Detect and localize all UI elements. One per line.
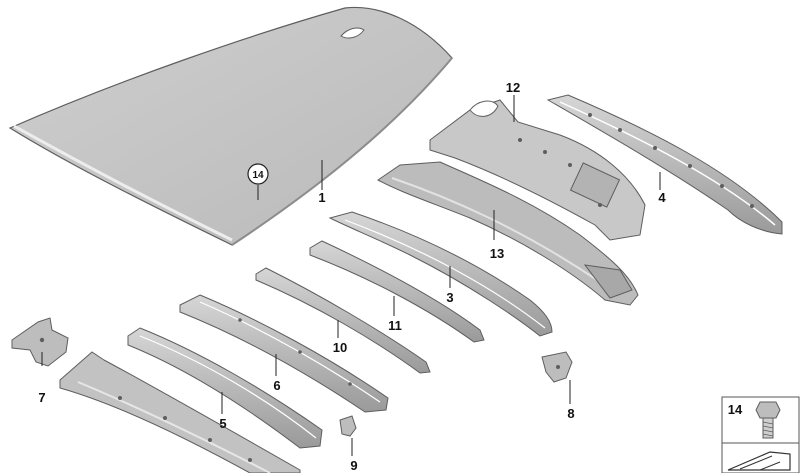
rear-panel-part[interactable] <box>377 161 639 306</box>
legend-box[interactable]: 14 <box>721 396 800 473</box>
wedge-icon <box>727 451 791 471</box>
label-part-10: 10 <box>333 340 347 355</box>
callout-14-label: 14 <box>252 170 264 181</box>
roof-bow-3-part[interactable] <box>328 211 553 337</box>
label-part-8: 8 <box>567 406 574 421</box>
label-part-11: 11 <box>388 318 402 333</box>
label-part-1: 1 <box>318 190 325 205</box>
front-rail-part[interactable] <box>127 327 323 449</box>
rear-frame-part[interactable] <box>429 99 646 241</box>
roof-bow-10-part[interactable] <box>255 267 431 374</box>
roof-bow-6-part[interactable] <box>179 294 389 413</box>
label-part-12: 12 <box>506 80 520 95</box>
bolt-icon <box>755 401 781 439</box>
bracket-7-part[interactable] <box>11 317 69 367</box>
front-cross-member-part[interactable] <box>59 351 301 473</box>
callout-14[interactable]: 14 <box>247 163 269 185</box>
label-part-9: 9 <box>350 458 357 473</box>
leader-lines <box>41 95 661 456</box>
legend-item-number: 14 <box>728 402 743 417</box>
bracket-8-part[interactable] <box>541 351 573 383</box>
label-part-6: 6 <box>273 378 280 393</box>
roof-bow-11-part[interactable] <box>309 240 485 343</box>
rear-rail-part[interactable] <box>546 94 783 235</box>
label-part-7: 7 <box>38 390 45 405</box>
bracket-9-part[interactable] <box>339 415 357 437</box>
roof-panel[interactable] <box>8 6 453 246</box>
label-part-5: 5 <box>219 416 226 431</box>
label-part-3: 3 <box>446 290 453 305</box>
label-part-13: 13 <box>490 246 504 261</box>
part-labels: 1 12 4 13 3 11 10 6 5 7 8 9 <box>38 80 666 473</box>
label-part-4: 4 <box>658 190 666 205</box>
